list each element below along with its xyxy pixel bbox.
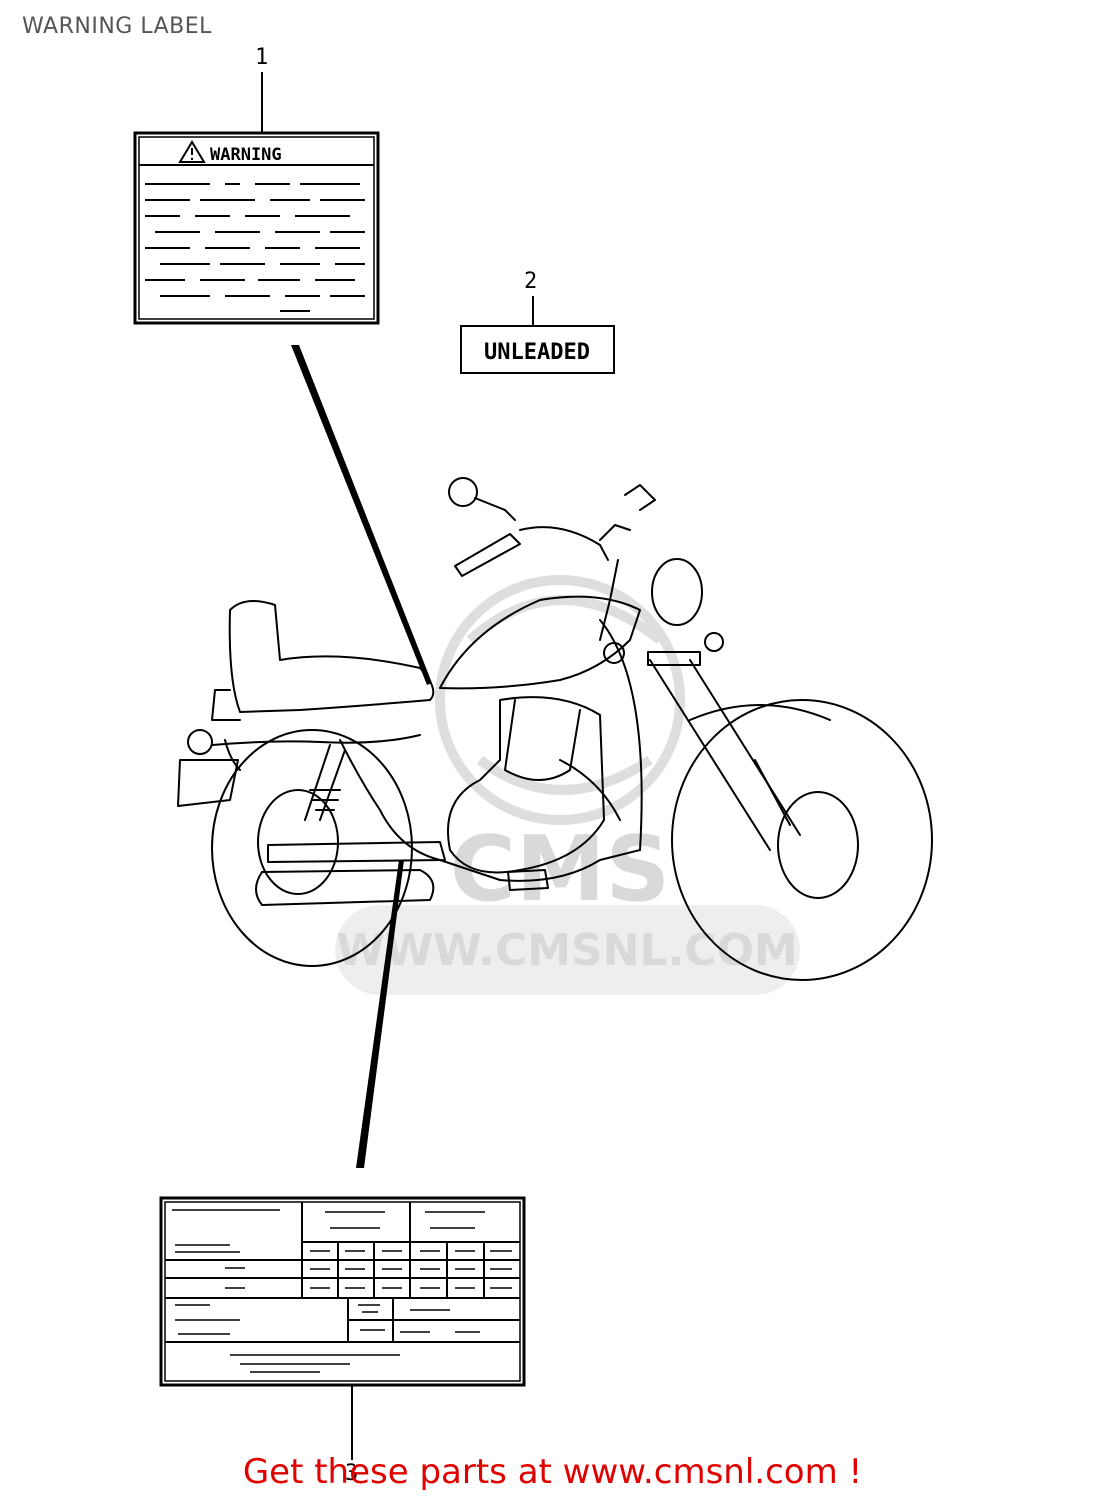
info-label-grid bbox=[165, 1202, 520, 1343]
unleaded-label[interactable]: UNLEADED bbox=[460, 325, 615, 374]
info-label[interactable] bbox=[159, 1196, 526, 1387]
callout-number: 3 bbox=[345, 1461, 358, 1486]
footer-link[interactable]: Get these parts at www.cmsnl.com ! bbox=[242, 1452, 863, 1492]
callout-number: 2 bbox=[524, 269, 537, 294]
warning-label[interactable]: WARNING bbox=[133, 131, 380, 325]
callout-2[interactable]: 2 bbox=[524, 269, 537, 326]
unleaded-text: UNLEADED bbox=[484, 340, 590, 365]
info-label-text-lines bbox=[172, 1209, 512, 1373]
watermark-pill bbox=[335, 905, 800, 995]
motorcycle-drawing bbox=[177, 477, 933, 981]
watermark-brand: CMS bbox=[450, 817, 670, 922]
warning-triangle-icon bbox=[178, 140, 206, 163]
warning-text-lines bbox=[145, 183, 365, 312]
leader-line-1 bbox=[291, 345, 432, 685]
callout-number: 1 bbox=[255, 45, 268, 70]
callout-1[interactable]: 1 bbox=[255, 45, 268, 132]
warning-heading: WARNING bbox=[210, 145, 282, 165]
callout-3[interactable]: 3 bbox=[345, 1385, 358, 1486]
leader-line-3 bbox=[356, 860, 404, 1168]
diagram-title: WARNING LABEL bbox=[22, 14, 212, 39]
watermark-url: WWW.CMSNL.COM bbox=[336, 925, 798, 976]
